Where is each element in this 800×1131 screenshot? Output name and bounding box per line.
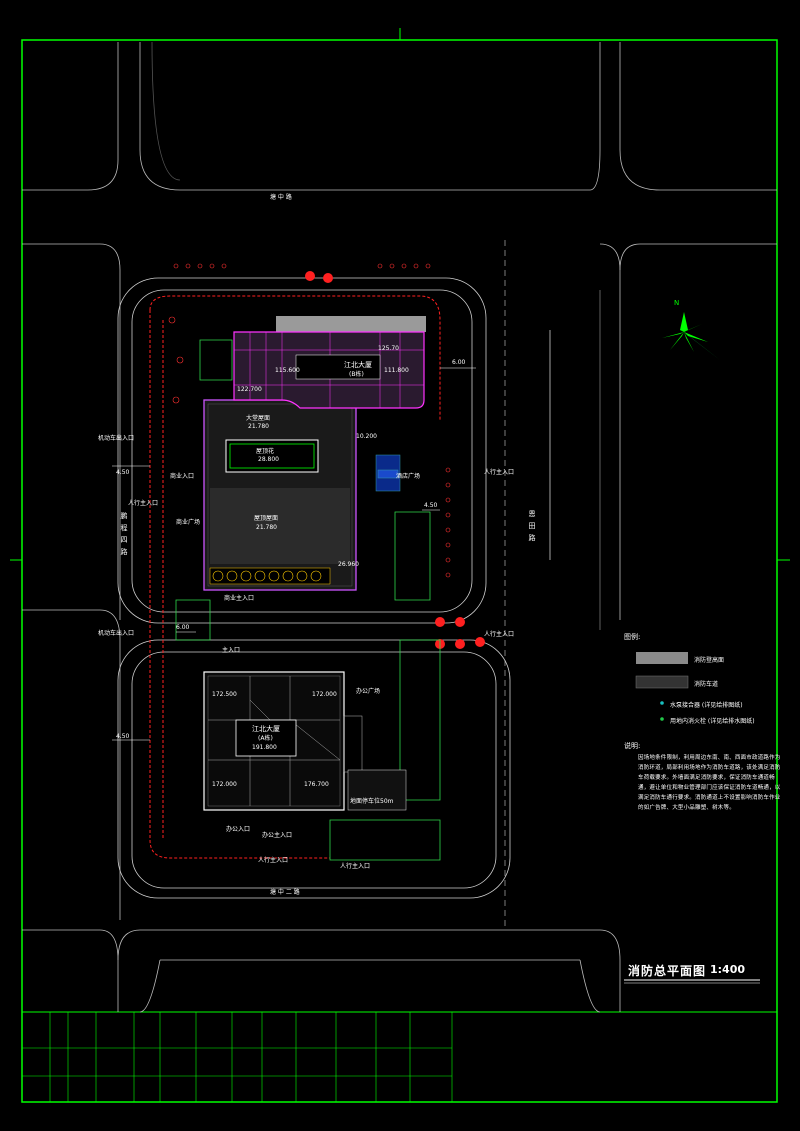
tower-b-sub: (B栋) (349, 371, 364, 378)
tower-a-e2: 172.000 (312, 691, 337, 698)
drawing-title: 消防总平面图 (628, 964, 707, 978)
podium-label-2: 屋顶花 (256, 448, 275, 455)
legend-swatch-pump (660, 701, 664, 705)
podium-building (203, 399, 357, 591)
legend-swatch-hydrant (660, 717, 664, 721)
tower-a-e1: 172.500 (212, 691, 237, 698)
label-dim3: 4.50 (116, 733, 130, 740)
label-ped-in-s2: 人行主入口 (340, 863, 371, 870)
legend-swatch-fire-lane (635, 675, 689, 689)
road-label-south: 塘 中 二 路 (270, 889, 300, 896)
label-ped-in-e2: 人行主入口 (484, 631, 515, 638)
legend-swatch-fire-face (636, 652, 688, 664)
tower-b-elev2: 111.800 (384, 367, 409, 374)
tower-b-name: 江北大厦 (344, 361, 372, 369)
label-office-in: 办公入口 (226, 826, 251, 833)
label-office-plaza: 办公广场 (356, 688, 381, 695)
compass-label: N (674, 299, 680, 307)
label-dim1: 4.50 (116, 469, 130, 476)
label-main-in: 主入口 (222, 647, 241, 654)
podium-value-4: 10.200 (356, 433, 377, 440)
tower-b-elev3: 122.700 (237, 386, 262, 393)
outer-border (21, 39, 778, 1103)
road-label-east: 恩 田 路 (528, 510, 536, 542)
title-block-grid (22, 1012, 453, 1102)
label-motor-in-1: 机动车出入口 (98, 435, 135, 442)
label-bldg-plaza: 酒店广场 (396, 473, 421, 480)
fire-lane (149, 295, 441, 859)
label-office-main: 办公主入口 (262, 832, 293, 839)
podium-value-1: 21.780 (248, 423, 269, 430)
tower-a-e4: 176.700 (304, 781, 329, 788)
road-label-west: 鹏 程 四 路 (120, 512, 128, 556)
label-ped-in-s: 人行主入口 (258, 857, 289, 864)
legend-item-fire-face: 消防登高面 (694, 657, 725, 664)
label-shop-main: 商业主入口 (224, 595, 255, 602)
pump-area (375, 454, 401, 492)
tower-a-elev: 191.800 (252, 744, 277, 751)
trees-red (305, 271, 485, 649)
road-curbs (22, 41, 777, 1013)
legend-item-fire-lane: 消防车道 (694, 681, 719, 688)
tower-b-elev4: 125.70 (378, 345, 399, 352)
label-ped-in-e1: 人行主入口 (484, 469, 515, 476)
label-ped-main: 人行主入口 (128, 500, 159, 507)
label-dim5: 6.00 (176, 624, 190, 631)
green-areas (175, 339, 441, 861)
notes-text: 因场地条件限制，利用周边东南、南、西面市政道路作为消防环道，局部利用场地作为消防… (638, 755, 781, 811)
podium-label-1: 大堂屋面 (246, 415, 271, 422)
road-label-north: 塘 中 路 (270, 194, 292, 201)
north-arrow-icon (662, 312, 720, 360)
site-road-loops (117, 277, 511, 899)
tower-a (203, 671, 407, 811)
podium-value-5: 26.960 (338, 561, 359, 568)
tower-b (233, 316, 426, 409)
tower-a-name: 江北大厦 (252, 725, 280, 733)
legend-item-hydrant: 用地内消火栓 (详见给排水图纸) (670, 718, 755, 725)
tower-b-elev1: 115.600 (275, 367, 300, 374)
legend-item-pump: 水泵接合器 (详见给排图纸) (670, 702, 743, 709)
label-parking: 地面停车位50m (350, 798, 394, 805)
tree-rows (168, 263, 451, 578)
legend-title: 图例: (624, 633, 641, 641)
podium-value-3: 21.780 (256, 524, 277, 531)
tower-a-sub: (A栋) (258, 735, 273, 742)
tower-a-e3: 172.000 (212, 781, 237, 788)
podium-label-3: 屋顶屋面 (254, 515, 279, 522)
notes-title: 说明: (624, 742, 641, 750)
label-dim2: 6.00 (452, 359, 466, 366)
label-motor-in-2: 机动车出入口 (98, 630, 135, 637)
label-shop-in: 商业入口 (170, 473, 195, 480)
drawing-scale: 1:400 (710, 963, 746, 976)
label-dim4: 4.50 (424, 502, 438, 509)
podium-value-2: 28.800 (258, 456, 279, 463)
label-shop-plaza: 商业广场 (176, 519, 201, 526)
legend-swatches (635, 652, 689, 721)
dimension-lines (112, 367, 476, 741)
